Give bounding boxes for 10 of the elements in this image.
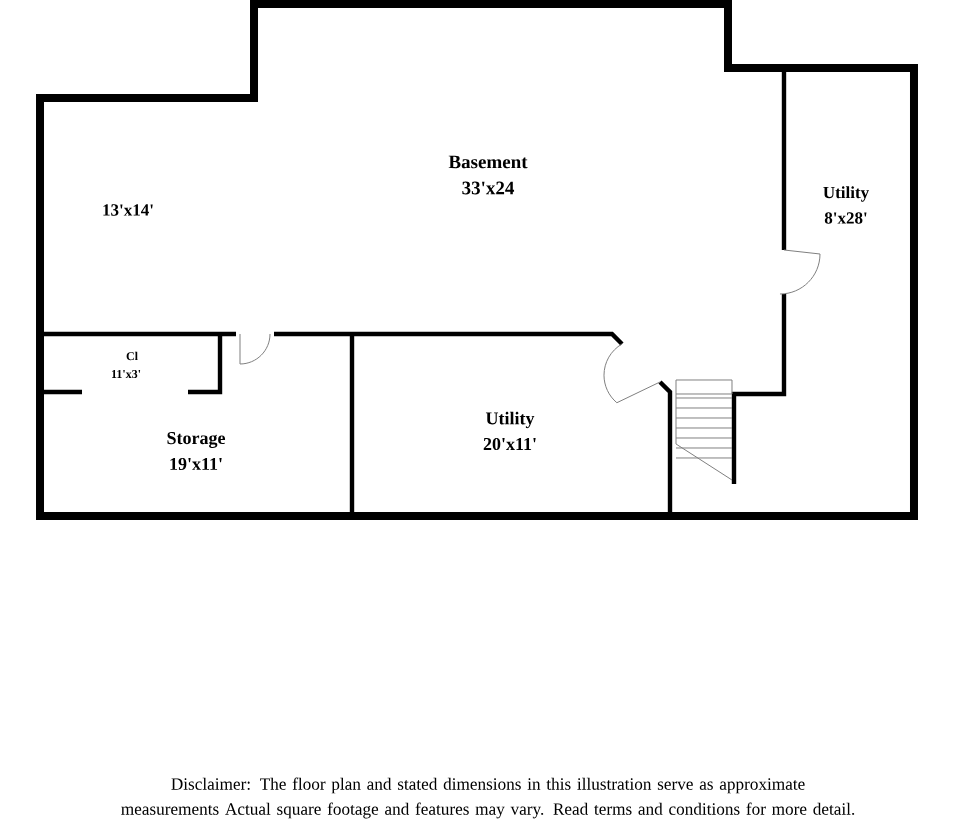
room-dimensions: 8'x28' [824, 212, 867, 224]
disclaimer-text: Disclaimer: The floor plan and stated dimensions in this illustration serve as approximate measurements Actual square footage and features may vary. Read terms and conditions for more detail. [121, 777, 855, 819]
room-dimensions: 19'x11' [170, 457, 222, 471]
room-name: Basement [448, 155, 528, 169]
room-dimensions: 20'x11' [483, 437, 536, 451]
room-dimensions: 13'x14' [103, 204, 153, 216]
room-name: Utility [485, 411, 535, 429]
room-name: Storage [167, 432, 226, 448]
room-dimensions: 33'x24 [462, 181, 515, 195]
room-name: Utility [823, 186, 869, 202]
